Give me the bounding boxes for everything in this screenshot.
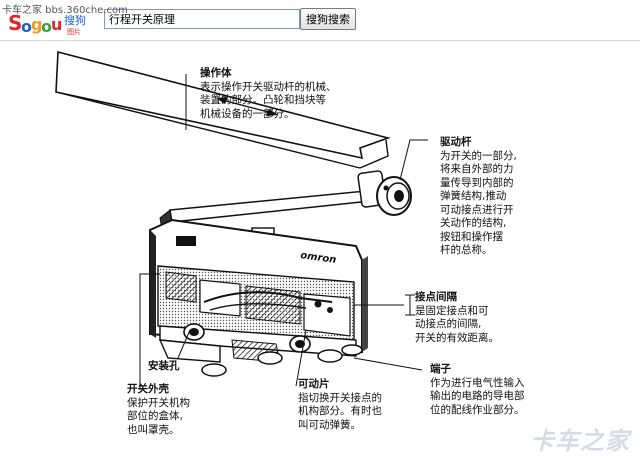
callout-case: 开关外壳 保护开关机构 部位的盒体, 也叫罩壳。 (127, 383, 190, 437)
callout-actuator-line: 关动作的结构, (440, 217, 507, 229)
callout-actuator: 驱动杆 为开关的一部分, 将来自外部的力 量传导到内部的 弹簧结构,推动 可动接… (440, 136, 517, 258)
roller (376, 176, 412, 216)
direction-arrow (216, 97, 278, 116)
callout-actuator-line: 按钮和操作摆 (440, 230, 503, 243)
callout-contact-gap-line: 是固定接点和可 (415, 304, 489, 317)
callout-operator-line: 装置的部分。凸轮和挡块等 (200, 94, 326, 106)
callout-actuator-line: 为开关的一部分, (440, 149, 517, 162)
callout-terminal-line: 输出的电路的导电部 (430, 390, 525, 402)
callout-actuator-line: 量传导到内部的 (440, 176, 514, 189)
callout-case-line: 保护开关机构 (127, 396, 190, 409)
callout-actuator-line: 可动接点进行开 (440, 203, 514, 216)
callout-mount-hole-title: 安装孔 (148, 360, 180, 372)
callout-moving-piece-line: 叫可动弹簧。 (298, 418, 361, 431)
logo-sub-text: 图片 (67, 27, 81, 36)
device-brand-label: omron (300, 250, 337, 266)
movable-contact-point (314, 300, 322, 308)
logo-brand-text: 搜狗 (64, 13, 86, 27)
search-toolbar: 卡车之家 bbs.360che.com S o g o u 搜狗 图片 搜狗搜索 (0, 0, 640, 41)
callout-actuator-line: 将来自外部的力 (440, 163, 514, 175)
callout-moving-piece: 可动片 指切换开关接点的 机构部分。有时也 叫可动弹簧。 (298, 378, 382, 432)
logo-letter-o1: o (21, 17, 32, 36)
callout-case-line: 部位的盒体, (127, 410, 183, 422)
callout-actuator-line: 弹簧结构,推动 (440, 190, 507, 202)
callout-operator-line: 机械设备的一部分。 (200, 107, 295, 120)
callout-operator-title: 操作体 (200, 67, 232, 79)
switch-case: omron (149, 218, 368, 363)
operator-plate (55, 50, 391, 169)
limit-switch-diagram: omron (0, 40, 640, 462)
callout-contact-gap-line: 开关的有效距离。 (415, 331, 499, 344)
callout-contact-gap-title: 接点间隔 (415, 291, 457, 303)
callout-terminal-line: 作为进行电气性输入 (430, 376, 525, 389)
callout-operator: 操作体 表示操作开关驱动杆的机械、 装置的部分。凸轮和挡块等 机械设备的一部分。 (200, 67, 337, 121)
actuator-lever (159, 170, 387, 231)
callout-actuator-title: 驱动杆 (440, 136, 472, 148)
sogou-logo[interactable]: S o g o u 搜狗 图片 (6, 8, 98, 36)
callout-moving-piece-title: 可动片 (298, 378, 330, 390)
leader-lines (139, 74, 428, 390)
callout-terminal-line: 位的配线作业部分。 (430, 403, 525, 416)
logo-letter-u: u (51, 15, 62, 34)
callout-contact-gap: 接点间隔 是固定接点和可 动接点的间隔, 开关的有效距离。 (415, 291, 499, 345)
callout-contact-gap-line: 动接点的间隔, (415, 318, 482, 330)
search-input[interactable] (104, 9, 300, 29)
callout-terminal-title: 端子 (430, 363, 451, 375)
bottom-watermark: 卡车之家 (530, 427, 630, 455)
switch-illustration: omron (55, 50, 428, 390)
callout-actuator-line: 杆的总称。 (440, 244, 493, 256)
callout-moving-piece-line: 机构部分。有时也 (298, 405, 382, 417)
callout-terminal: 端子 作为进行电气性输入 输出的电路的导电部 位的配线作业部分。 (430, 363, 525, 417)
search-button[interactable]: 搜狗搜索 (300, 8, 356, 30)
logo-letter-o2: o (41, 17, 52, 36)
logo-letter-s: S (8, 11, 22, 35)
callout-operator-line: 表示操作开关驱动杆的机械、 (200, 80, 337, 93)
site-watermark: 卡车之家 bbs.360che.com (2, 5, 128, 16)
callout-case-title: 开关外壳 (127, 383, 169, 395)
callout-case-line: 也叫罩壳。 (127, 423, 180, 436)
callout-mount-hole: 安装孔 (148, 360, 180, 374)
fixed-contact-point (327, 307, 333, 313)
callout-moving-piece-line: 指切换开关接点的 (298, 391, 382, 404)
terminals (201, 344, 363, 377)
logo-letter-g: g (31, 15, 42, 34)
